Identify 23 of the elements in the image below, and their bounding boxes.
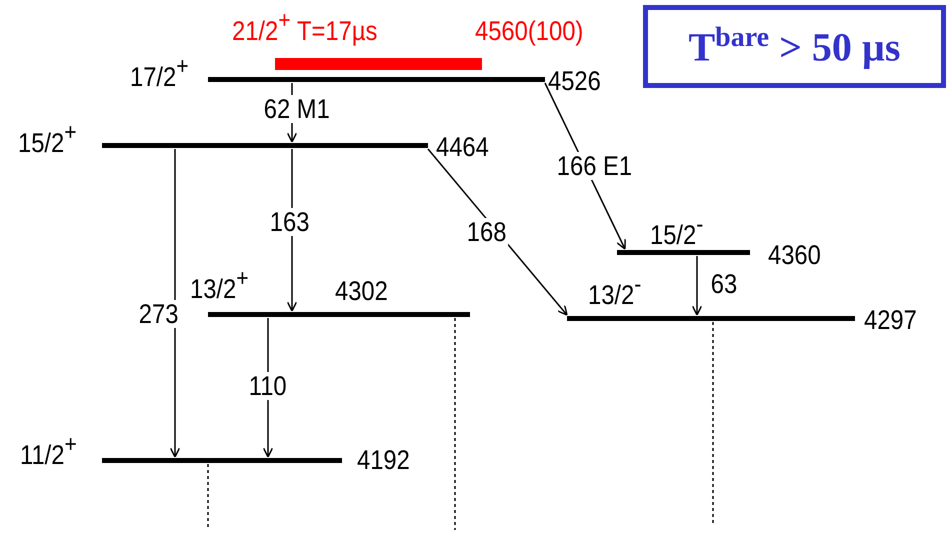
half-life-label: T=17µs — [297, 16, 378, 46]
transition-arrow — [692, 256, 702, 316]
spin-label: 11/2$^{+}$ — [20, 440, 77, 472]
energy-label: 4192 — [357, 445, 410, 475]
spin-label: 15/2$^{-}$ — [650, 220, 704, 252]
dotted-line — [207, 464, 209, 530]
transition-arrow — [170, 149, 180, 458]
energy-label: 4526 — [548, 66, 601, 96]
spin-label: 17/2$^{+}$ — [130, 62, 189, 94]
note-box: T$^{bare}$ > 50 µs — [643, 5, 946, 88]
energy-label: 4360 — [768, 240, 821, 270]
energy-label: 4297 — [864, 305, 917, 335]
edge-label: 62 M1 — [262, 95, 332, 123]
energy-label: 4560(100) — [475, 16, 584, 46]
spin-label: 13/2$^{-}$ — [588, 280, 642, 312]
spin-label: 21/2$^{+}$ — [232, 16, 291, 48]
energy-label: 4464 — [436, 132, 489, 162]
spin-label: 13/2$^{+}$ — [190, 274, 249, 306]
edge-label: 273 — [137, 300, 180, 328]
energy-label: 4302 — [335, 276, 388, 306]
spin-label: 15/2$^{+}$ — [18, 128, 77, 160]
dotted-line — [454, 318, 456, 530]
dotted-line — [712, 322, 714, 525]
